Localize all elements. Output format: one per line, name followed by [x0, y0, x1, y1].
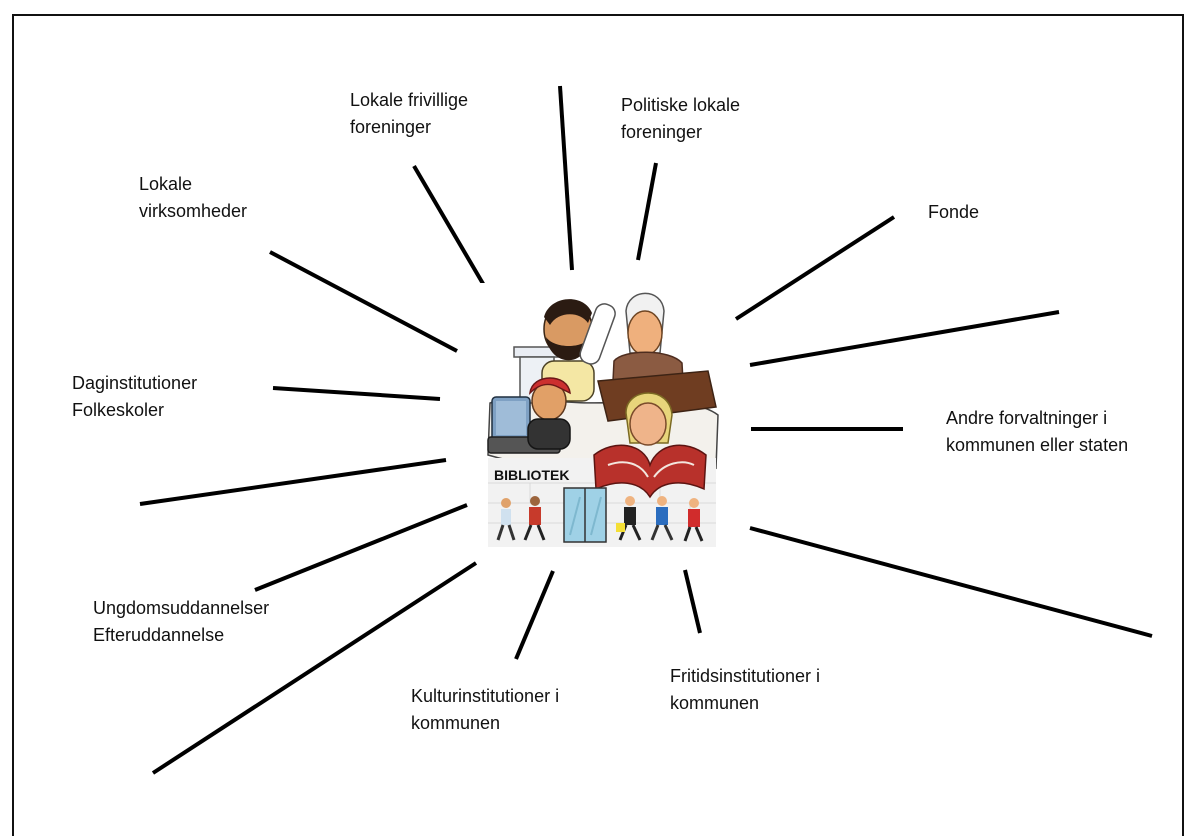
label-line: Fritidsinstitutioner i [670, 666, 821, 686]
spoke-line-right-lower [749, 526, 1153, 638]
spoke-line-fonde [734, 215, 896, 321]
label-line: virksomheder [139, 201, 248, 221]
label-line: Folkeskoler [72, 400, 165, 420]
label-line: foreninger [350, 117, 432, 137]
spoke-line-right-upper [749, 310, 1060, 367]
label-line: Daginstitutioner [72, 373, 198, 393]
label-lokale-virksomheder: Lokale virksomheder [139, 171, 247, 225]
spoke-line-left-lower [139, 458, 447, 506]
label-line: Lokale [139, 174, 193, 194]
label-line: kommunen eller staten [946, 435, 1129, 455]
label-politiske-lokale-foreninger: Politiske lokale foreninger [621, 92, 740, 146]
label-line: Politiske lokale [621, 95, 741, 115]
spoke-line-lokale-virksomheder [269, 250, 458, 353]
spoke-line-kulturinstitutioner [514, 570, 555, 660]
label-line: Ungdomsuddannelser [93, 598, 270, 618]
label-fonde: Fonde [928, 199, 979, 226]
label-line: kommunen [411, 713, 501, 733]
spoke-line-daginstitutioner [272, 386, 441, 401]
spoke-line-top-center [558, 85, 574, 271]
label-andre-forvaltninger: Andre forvaltninger i kommunen eller sta… [946, 405, 1128, 459]
spoke-line-ungdomsuddannelser [254, 503, 468, 592]
label-fritidsinstitutioner-i-kommunen: Fritidsinstitutioner i kommunen [670, 663, 820, 717]
label-daginstitutioner-folkeskoler: Daginstitutioner Folkeskoler [72, 370, 197, 424]
label-ungdomsuddannelser-efteruddannelse: Ungdomsuddannelser Efteruddannelse [93, 595, 269, 649]
library-sign-text: BIBLIOTEK [494, 467, 569, 483]
label-kulturinstitutioner-i-kommunen: Kulturinstitutioner i kommunen [411, 683, 559, 737]
library-illustration: BIBLIOTEK [480, 283, 724, 547]
label-lokale-frivillige-foreninger: Lokale frivillige foreninger [350, 87, 468, 141]
label-line: kommunen [670, 693, 760, 713]
label-line: Andre forvaltninger i [946, 408, 1108, 428]
spoke-line-bottom-left [151, 561, 478, 775]
label-line: foreninger [621, 122, 703, 142]
spoke-line-politiske [636, 162, 658, 261]
label-line: Kulturinstitutioner i [411, 686, 560, 706]
label-line: Fonde [928, 202, 980, 222]
label-line: Efteruddannelse [93, 625, 225, 645]
spoke-line-fritidsinstitutioner [683, 569, 702, 634]
label-line: Lokale frivillige [350, 90, 469, 110]
